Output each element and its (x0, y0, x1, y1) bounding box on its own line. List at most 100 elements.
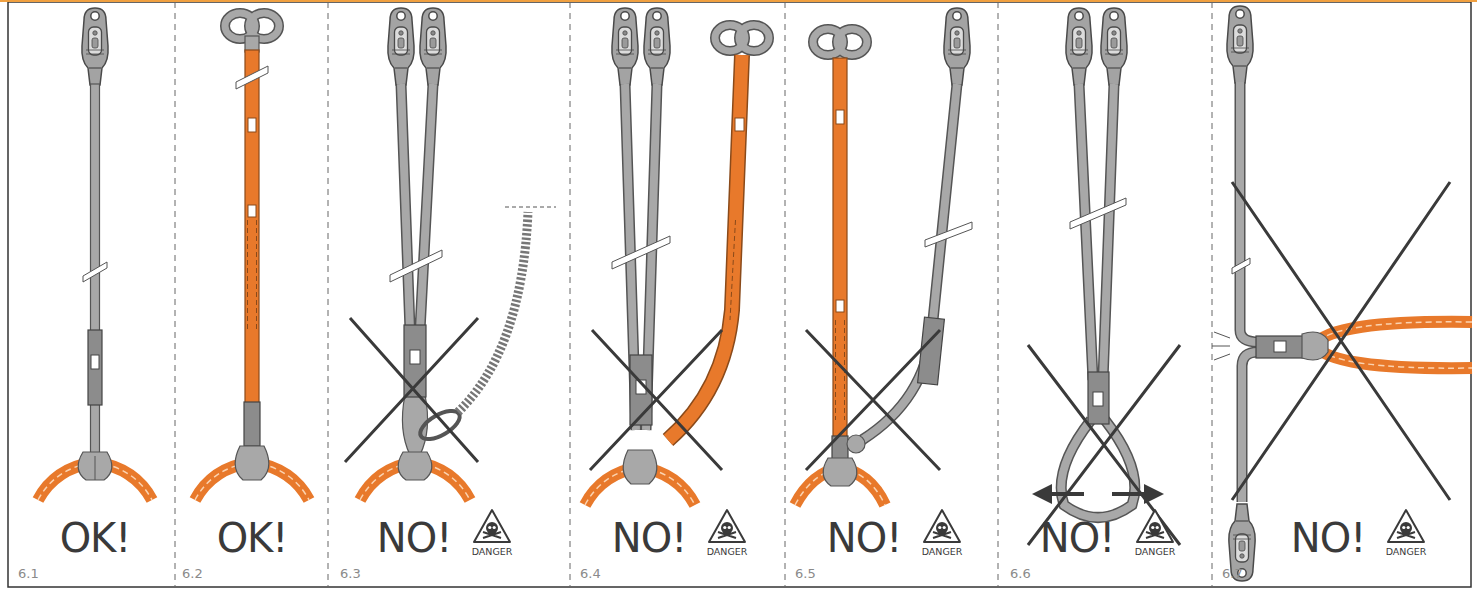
panel-carabiner-wrong (345, 8, 556, 542)
danger-label: DANGER (907, 546, 977, 558)
sling-loop (837, 29, 867, 55)
status-label: OK! (15, 514, 175, 562)
orange-sling (245, 50, 259, 408)
pull-arrow (1112, 492, 1160, 496)
girth-hitch (235, 446, 269, 480)
break-mark (925, 222, 972, 247)
girth-hitch (823, 458, 857, 486)
orange-sling (833, 58, 847, 438)
label-tag (1274, 341, 1286, 352)
lanyard-strand-outline (1079, 84, 1114, 380)
girth-hitch (398, 452, 432, 480)
label-tag (836, 300, 844, 312)
connector (1101, 8, 1127, 85)
prohibited-cross (1232, 182, 1450, 500)
top-rule (0, 0, 1477, 2)
sewn-sleeve (88, 330, 102, 405)
panel-loop-pull-wrong (1028, 8, 1180, 545)
panel-dividers (175, 2, 1212, 587)
connector (82, 8, 108, 85)
figure-number: 6.2 (182, 566, 203, 582)
girth-hitch (78, 452, 112, 480)
stitching (730, 220, 736, 320)
label-tag (248, 118, 256, 132)
frame-border (8, 2, 1471, 587)
status-label: NO! (784, 514, 944, 562)
lanyard-strand-outline (401, 84, 433, 330)
orange-sling-outline (668, 55, 742, 440)
danger-icon (474, 510, 510, 542)
break-mark (390, 250, 442, 282)
status-label: NO! (334, 514, 494, 562)
status-label: NO! (1248, 514, 1408, 562)
prohibited-cross (345, 318, 478, 462)
connector (644, 8, 670, 85)
break-mark (1232, 258, 1250, 274)
lanyard-strand-outline (862, 84, 957, 440)
figure-number: 6.3 (340, 566, 361, 582)
figure-number: 6.5 (795, 566, 816, 582)
break-mark (83, 262, 107, 282)
lanyard-strand (401, 84, 433, 330)
connector (1227, 6, 1253, 83)
orange-sling (668, 55, 742, 440)
danger-label: DANGER (457, 546, 527, 558)
connector (944, 8, 970, 85)
pull-arrow (1036, 492, 1084, 496)
break-mark (236, 66, 268, 89)
panel-lanyard-ok (38, 8, 152, 500)
label-tag (91, 355, 99, 369)
sewn-sleeve (1088, 372, 1109, 424)
panel-sling-ok (195, 13, 309, 500)
label-tag (1093, 392, 1103, 406)
break-mark (1070, 198, 1126, 229)
connector (388, 8, 414, 85)
label-tag (410, 350, 420, 364)
label-tag (735, 118, 744, 131)
lanyard-strand (862, 84, 957, 440)
sling-loop (249, 13, 279, 39)
danger-label: DANGER (692, 546, 762, 558)
status-label: NO! (569, 514, 729, 562)
panel-knotted-lanyard-wrong (795, 8, 972, 542)
girth-hitch (1302, 332, 1328, 360)
break-mark (612, 236, 670, 269)
danger-icon (924, 510, 960, 542)
status-label: OK! (172, 514, 332, 562)
anchor-line (505, 207, 556, 208)
energy-absorber-coil (458, 212, 528, 412)
strain-marks (1212, 332, 1230, 360)
status-label: NO! (997, 514, 1157, 562)
lanyard-strand-outline (1240, 82, 1258, 342)
knot (847, 435, 865, 453)
figure-number: 6.6 (1010, 566, 1031, 582)
connector (1066, 8, 1092, 85)
figure-number: 6.1 (18, 566, 39, 582)
sling-loop (739, 25, 769, 51)
girth-hitch-line (95, 456, 96, 480)
danger-icon (709, 510, 745, 542)
girth-hitch (623, 450, 657, 484)
prohibited-cross (806, 330, 940, 470)
figure-number: 6.7 (1222, 566, 1243, 582)
sewn-sleeve (1256, 336, 1304, 358)
sewn-end (244, 402, 260, 446)
panel-side-load-wrong (1212, 6, 1472, 581)
danger-label: DANGER (1120, 546, 1190, 558)
lanyard-strand (1079, 84, 1114, 380)
figure-number: 6.4 (580, 566, 601, 582)
panel-mixed-lanyard-wrong (585, 8, 769, 542)
prohibited-cross (590, 330, 722, 470)
lanyard-strand (1240, 82, 1258, 342)
label-tag (836, 110, 844, 124)
connector (420, 8, 446, 85)
danger-icon (1388, 510, 1424, 542)
connector (612, 8, 638, 85)
danger-icon (1137, 510, 1173, 542)
stitching (248, 220, 257, 330)
label-tag (248, 205, 256, 217)
